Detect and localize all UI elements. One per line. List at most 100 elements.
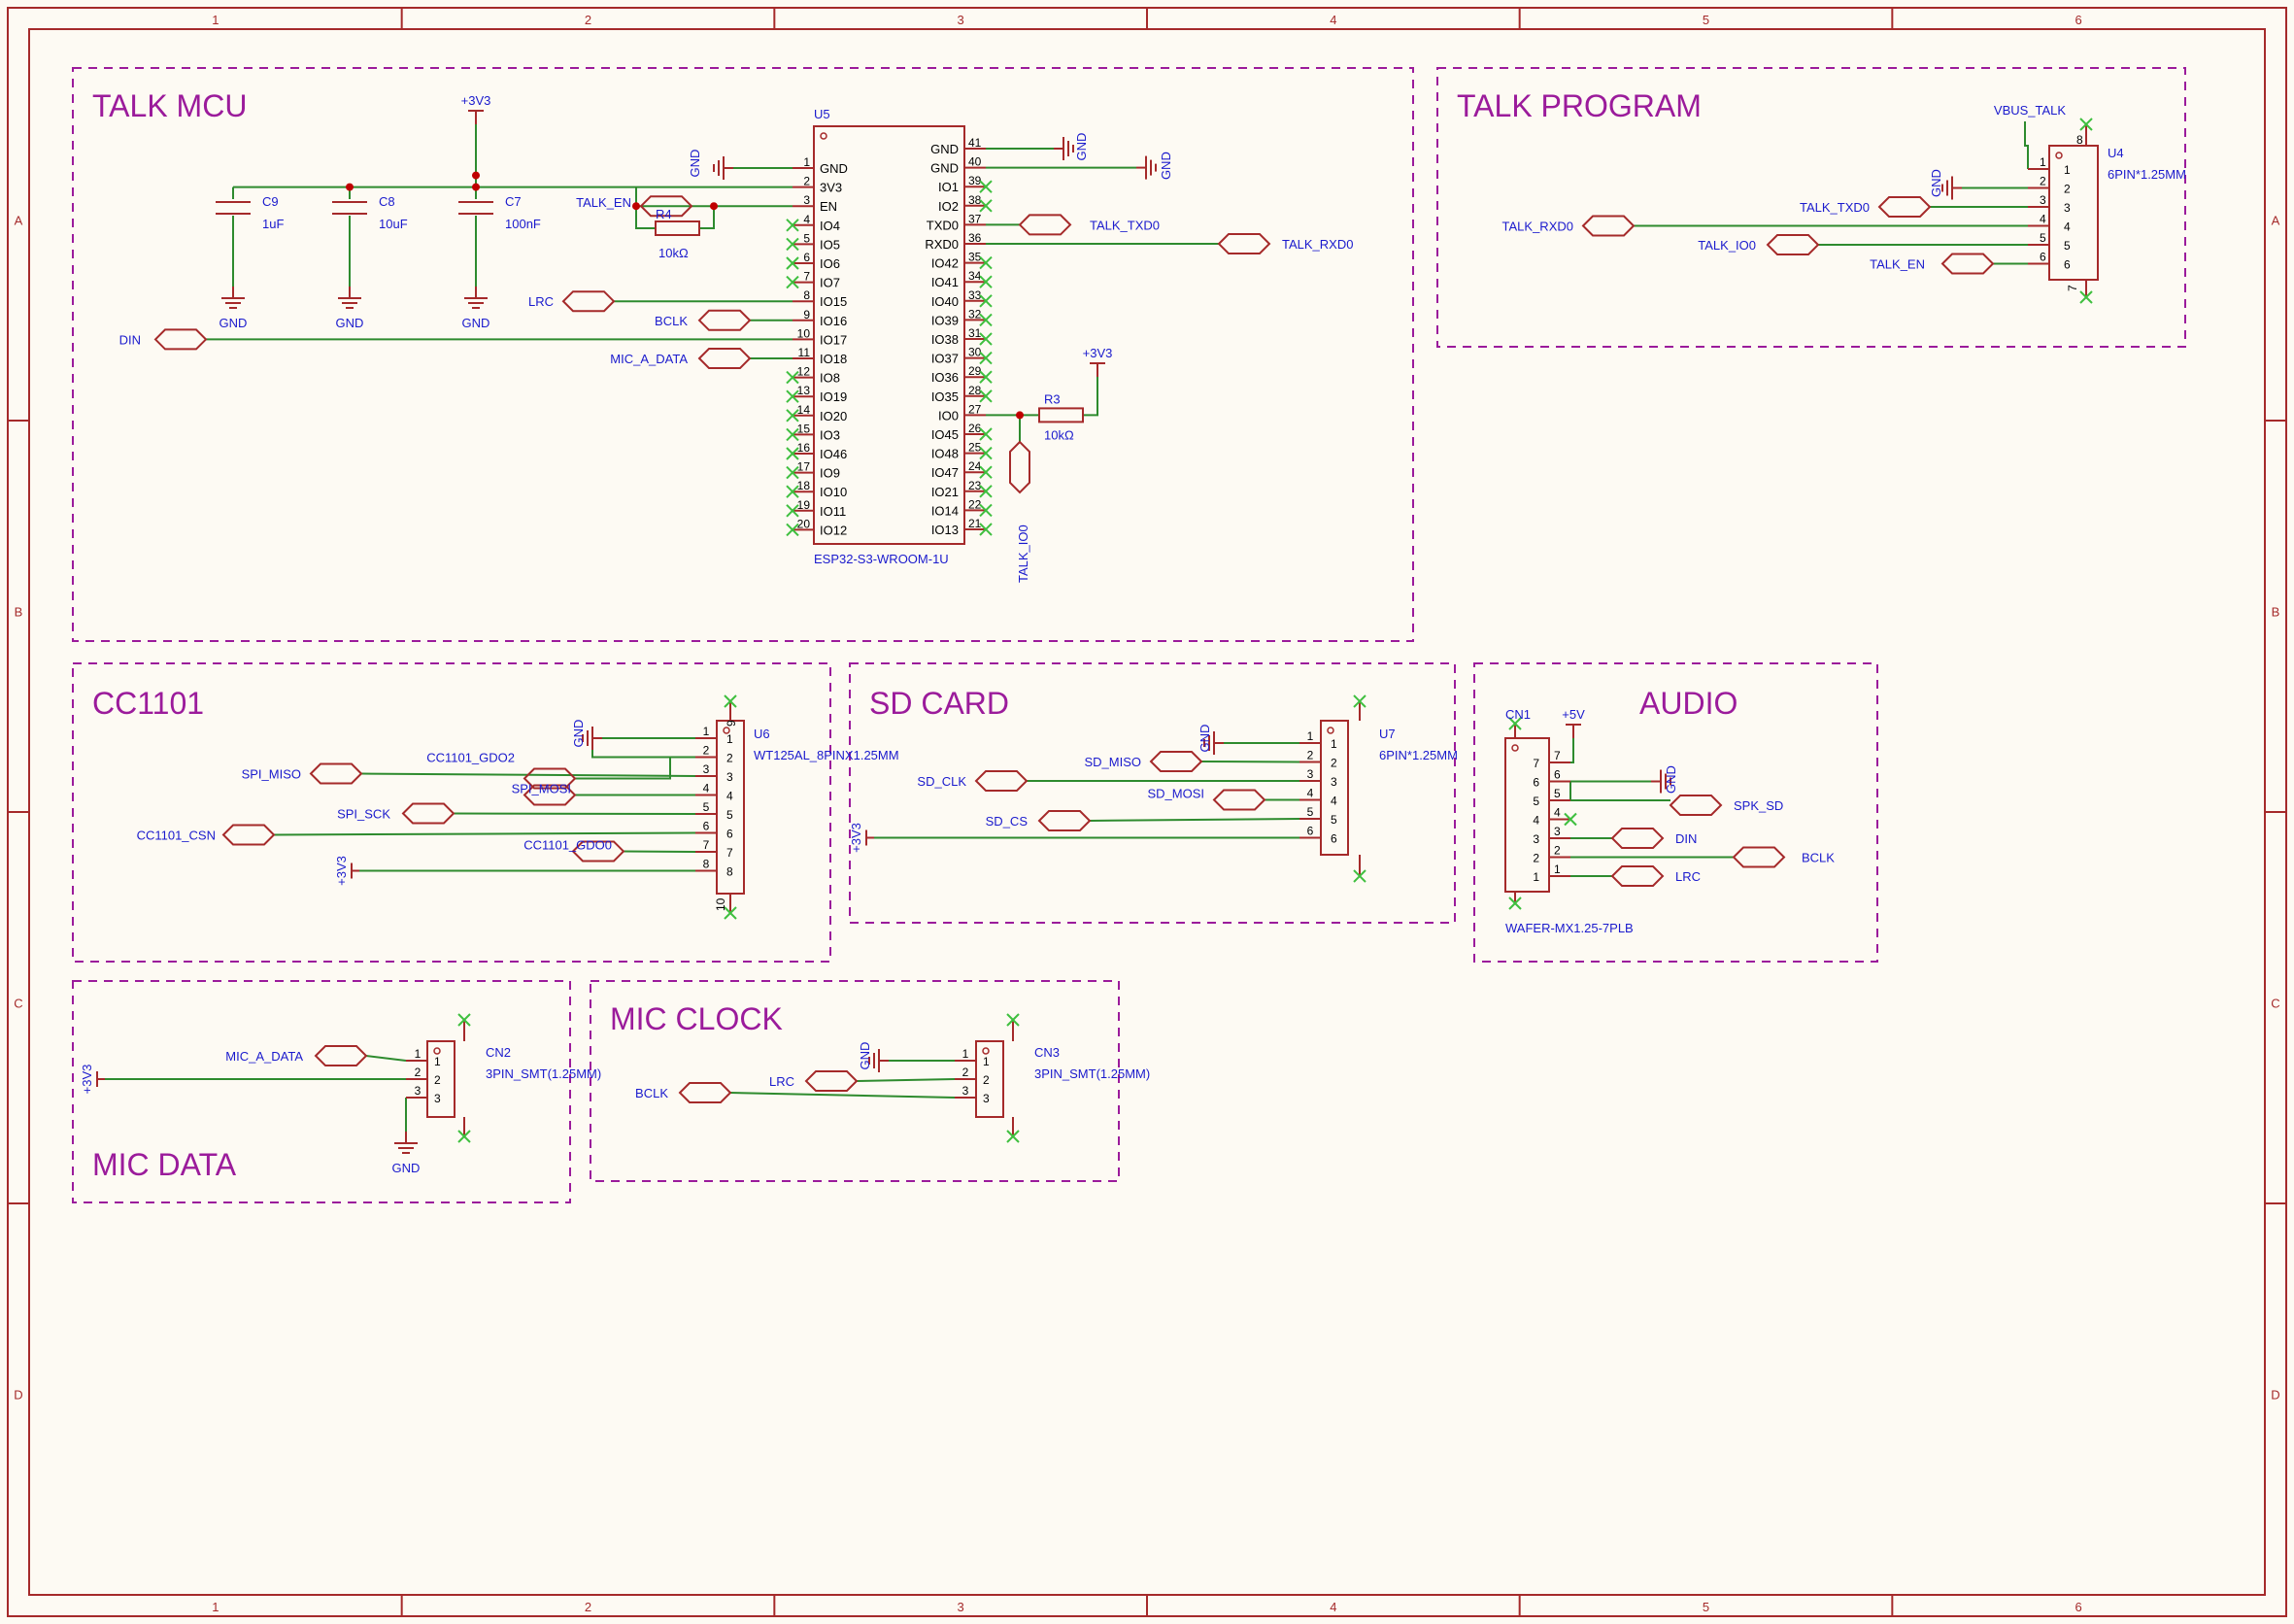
pin-number: 6 [1331, 832, 1337, 846]
pin-number: 12 [797, 365, 811, 379]
pin1-mark [723, 727, 730, 734]
pin-number: 1 [2040, 155, 2046, 169]
pin-number: 10 [714, 897, 727, 911]
column-marker: 1 [212, 13, 219, 27]
pin-number: 13 [797, 384, 811, 397]
no-connect-mark [786, 275, 799, 289]
u7-connector [1320, 720, 1349, 856]
pin-number: 8 [2076, 133, 2083, 147]
section-title-audio: AUDIO [1639, 686, 1737, 721]
net-flag [1581, 215, 1636, 237]
cap-ref: C7 [505, 194, 522, 209]
pin1-mark [433, 1047, 441, 1055]
wire [1570, 738, 1574, 763]
section-box-talk_program [1436, 67, 2186, 348]
pin-number: 7 [726, 846, 733, 860]
no-connect-mark [786, 237, 799, 252]
pin-number: 33 [968, 288, 982, 302]
no-connect-mark [2079, 290, 2093, 304]
row-marker: B [15, 605, 23, 620]
wire [365, 1055, 407, 1062]
pin-number: 7 [1533, 757, 1539, 770]
net-label: TALK_IO0 [1698, 238, 1756, 253]
pin-number: 10 [797, 326, 811, 340]
net-label: SD_MISO [1084, 755, 1141, 769]
pin-number: 3 [415, 1084, 422, 1098]
pin-number: 3 [1533, 832, 1539, 846]
net-label: LRC [1675, 869, 1701, 884]
row-marker: A [2272, 214, 2280, 228]
pin-name: IO46 [820, 447, 847, 461]
section-box-audio [1473, 662, 1878, 963]
junction-dot [1016, 411, 1024, 420]
net-flag [974, 770, 1029, 792]
wire [591, 738, 695, 759]
net-flag [401, 802, 455, 825]
wire [699, 206, 715, 229]
section-box-mic_data [72, 980, 571, 1203]
pin-number: 36 [968, 231, 982, 245]
pin-number: 11 [798, 346, 811, 359]
net-flag [309, 762, 363, 785]
pin-name: EN [820, 199, 837, 214]
pin-number: 27 [968, 402, 982, 416]
pin1-mark [1327, 727, 1334, 734]
u4-part: 6PIN*1.25MM [2108, 167, 2186, 182]
net-label: TALK_IO0 [1016, 524, 1030, 583]
net-label: DIN [119, 332, 141, 347]
pin-number: 6 [2064, 258, 2071, 272]
column-marker: 3 [958, 13, 964, 27]
net-flag [1212, 789, 1266, 811]
pin-name: 3V3 [820, 181, 842, 195]
wire [729, 1092, 956, 1099]
pin-number: 6 [726, 828, 733, 841]
pin-name: IO39 [931, 313, 959, 327]
pin-number: 1 [2064, 163, 2071, 177]
row-marker: D [14, 1388, 22, 1403]
pin-number: 4 [1554, 806, 1561, 820]
no-connect-mark [457, 1013, 471, 1027]
column-marker: 2 [585, 1600, 591, 1614]
no-connect-mark [786, 504, 799, 518]
no-connect-mark [979, 332, 993, 346]
pin-number: 8 [803, 288, 810, 302]
power-label: +3V3 [334, 856, 349, 886]
u7-ref: U7 [1379, 727, 1396, 741]
esp32-module [813, 125, 965, 545]
pin-number: 2 [2064, 183, 2071, 196]
ground-label: GND [1074, 133, 1089, 161]
pin-name: IO19 [820, 389, 847, 404]
pin-name: GND [930, 161, 959, 176]
row-marker: D [2271, 1388, 2279, 1403]
pin-number: 2 [2040, 175, 2046, 188]
column-marker: 5 [1703, 13, 1709, 27]
pin-number: 5 [1307, 805, 1314, 819]
cn3-part: 3PIN_SMT(1.25MM) [1034, 1066, 1150, 1081]
pin-number: 1 [434, 1055, 441, 1068]
pin-number: 6 [2040, 251, 2046, 264]
pin-number: 3 [1307, 767, 1314, 781]
section-box-sd_card [849, 662, 1456, 924]
no-connect-mark [979, 255, 993, 270]
ground-label: GND [336, 316, 364, 330]
column-marker: 5 [1703, 1600, 1709, 1614]
net-flag [523, 767, 577, 790]
no-connect-mark [786, 523, 799, 537]
pin-number: 24 [968, 459, 982, 473]
net-label: SD_CLK [917, 774, 966, 789]
pin-number: 3 [1554, 825, 1561, 838]
wire [1083, 377, 1098, 417]
net-label: SPI_MISO [242, 767, 301, 782]
pin-number: 19 [797, 498, 811, 512]
pin-number: 7 [703, 838, 710, 852]
net-flag [1018, 214, 1072, 236]
pin-name: IO48 [931, 447, 959, 461]
net-label: MIC_A_DATA [610, 352, 688, 366]
pin-number: 5 [1554, 787, 1561, 800]
net-label: LRC [528, 294, 554, 309]
net-flag [804, 1070, 859, 1092]
no-connect-mark [724, 906, 737, 920]
net-flag [1037, 810, 1092, 831]
cn1-part: WAFER-MX1.25-7PLB [1505, 921, 1634, 935]
junction-dot [710, 202, 718, 211]
